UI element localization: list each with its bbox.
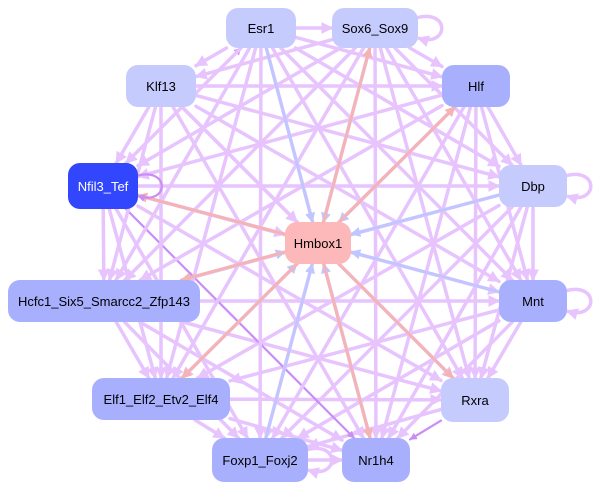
edge-sox6-to-hcfc1	[123, 46, 357, 282]
edge-hmbox1-to-hlf	[337, 105, 457, 224]
edge-dbp-to-hmbox1	[349, 193, 501, 237]
edge-klf13-to-mnt	[194, 104, 501, 284]
edge-klf13-to-nfil3	[114, 105, 151, 165]
node-sox6-sox9[interactable]: Sox6_Sox9	[332, 8, 418, 48]
edge-foxp1-to-hmbox1	[264, 262, 315, 440]
node-esr1[interactable]: Esr1	[226, 8, 296, 48]
edge-esr1-to-rxra	[270, 46, 465, 380]
edge-hmbox1-to-nfil3	[136, 192, 287, 236]
self-loop-nfil3	[135, 173, 163, 202]
edge-esr1-to-hmbox1	[264, 46, 316, 224]
node-rxra[interactable]: Rxra	[441, 378, 509, 422]
edge-hcfc1-to-nr1h4	[138, 320, 344, 442]
edge-elf1-to-rxra	[228, 393, 443, 406]
edge-nfil3-to-hcfc1	[97, 207, 110, 282]
edge-dbp-to-elf1	[195, 203, 501, 380]
edge-sox6-to-hlf	[408, 46, 444, 69]
node-hmbox1[interactable]: Hmbox1	[285, 222, 351, 264]
self-loop-group	[135, 14, 593, 479]
edge-klf13-to-nr1h4	[171, 105, 366, 440]
edge-hmbox1-to-sox6	[322, 46, 373, 224]
edge-rxra-to-nr1h4	[408, 419, 443, 441]
edge-sox6-to-elf1	[171, 46, 366, 380]
edge-nfil3-to-rxra	[136, 204, 443, 383]
edge-hmbox1-to-elf1	[180, 262, 299, 380]
edge-mnt-to-rxra	[486, 320, 523, 380]
edge-hcfc1-to-elf1	[114, 320, 151, 380]
edge-hmbox1-to-hcfc1	[179, 250, 287, 283]
edge-elf1-to-foxp1	[193, 418, 227, 440]
edge-esr1-to-dbp	[293, 46, 501, 168]
edge-hlf-to-hcfc1	[138, 103, 444, 282]
edge-hmbox1-to-nr1h4	[322, 262, 373, 440]
edge-sox6-to-rxra	[378, 46, 473, 380]
edge-sox6-to-mnt	[384, 46, 523, 282]
edge-mnt-to-hmbox1	[349, 249, 501, 294]
node-nfil3-tef[interactable]: Nfil3_Tef	[68, 163, 138, 209]
edge-hmbox1-to-rxra	[337, 262, 455, 380]
edge-esr1-to-elf1	[163, 46, 258, 380]
edge-esr1-to-hcfc1	[114, 46, 252, 282]
edge-esr1-to-foxp1	[254, 46, 267, 440]
self-loop-dbp	[564, 172, 593, 205]
node-klf13[interactable]: Klf13	[126, 65, 196, 107]
node-hlf[interactable]: Hlf	[442, 65, 510, 107]
node-nr1h4[interactable]: Nr1h4	[342, 438, 410, 482]
edge-nfil3-to-nr1h4	[124, 207, 356, 440]
node-hcfc1-six5-smarcc2-zfp143[interactable]: Hcfc1_Six5_Smarcc2_Zfp143	[8, 280, 200, 322]
self-loop-foxp1	[305, 446, 334, 479]
edge-hlf-to-foxp1	[270, 105, 466, 440]
edge-esr1-to-klf13	[194, 46, 229, 68]
edge-hlf-to-dbp	[486, 105, 523, 167]
node-foxp1-foxj2[interactable]: Foxp1_Foxj2	[212, 438, 308, 482]
node-mnt[interactable]: Mnt	[499, 280, 567, 322]
self-loop-sox6	[415, 14, 444, 47]
node-dbp[interactable]: Dbp	[499, 165, 567, 207]
self-loop-mnt	[564, 287, 593, 320]
edge-sox6-to-nr1h4	[369, 46, 382, 440]
node-elf1-elf2-etv2-elf4[interactable]: Elf1_Elf2_Etv2_Elf4	[92, 378, 230, 420]
